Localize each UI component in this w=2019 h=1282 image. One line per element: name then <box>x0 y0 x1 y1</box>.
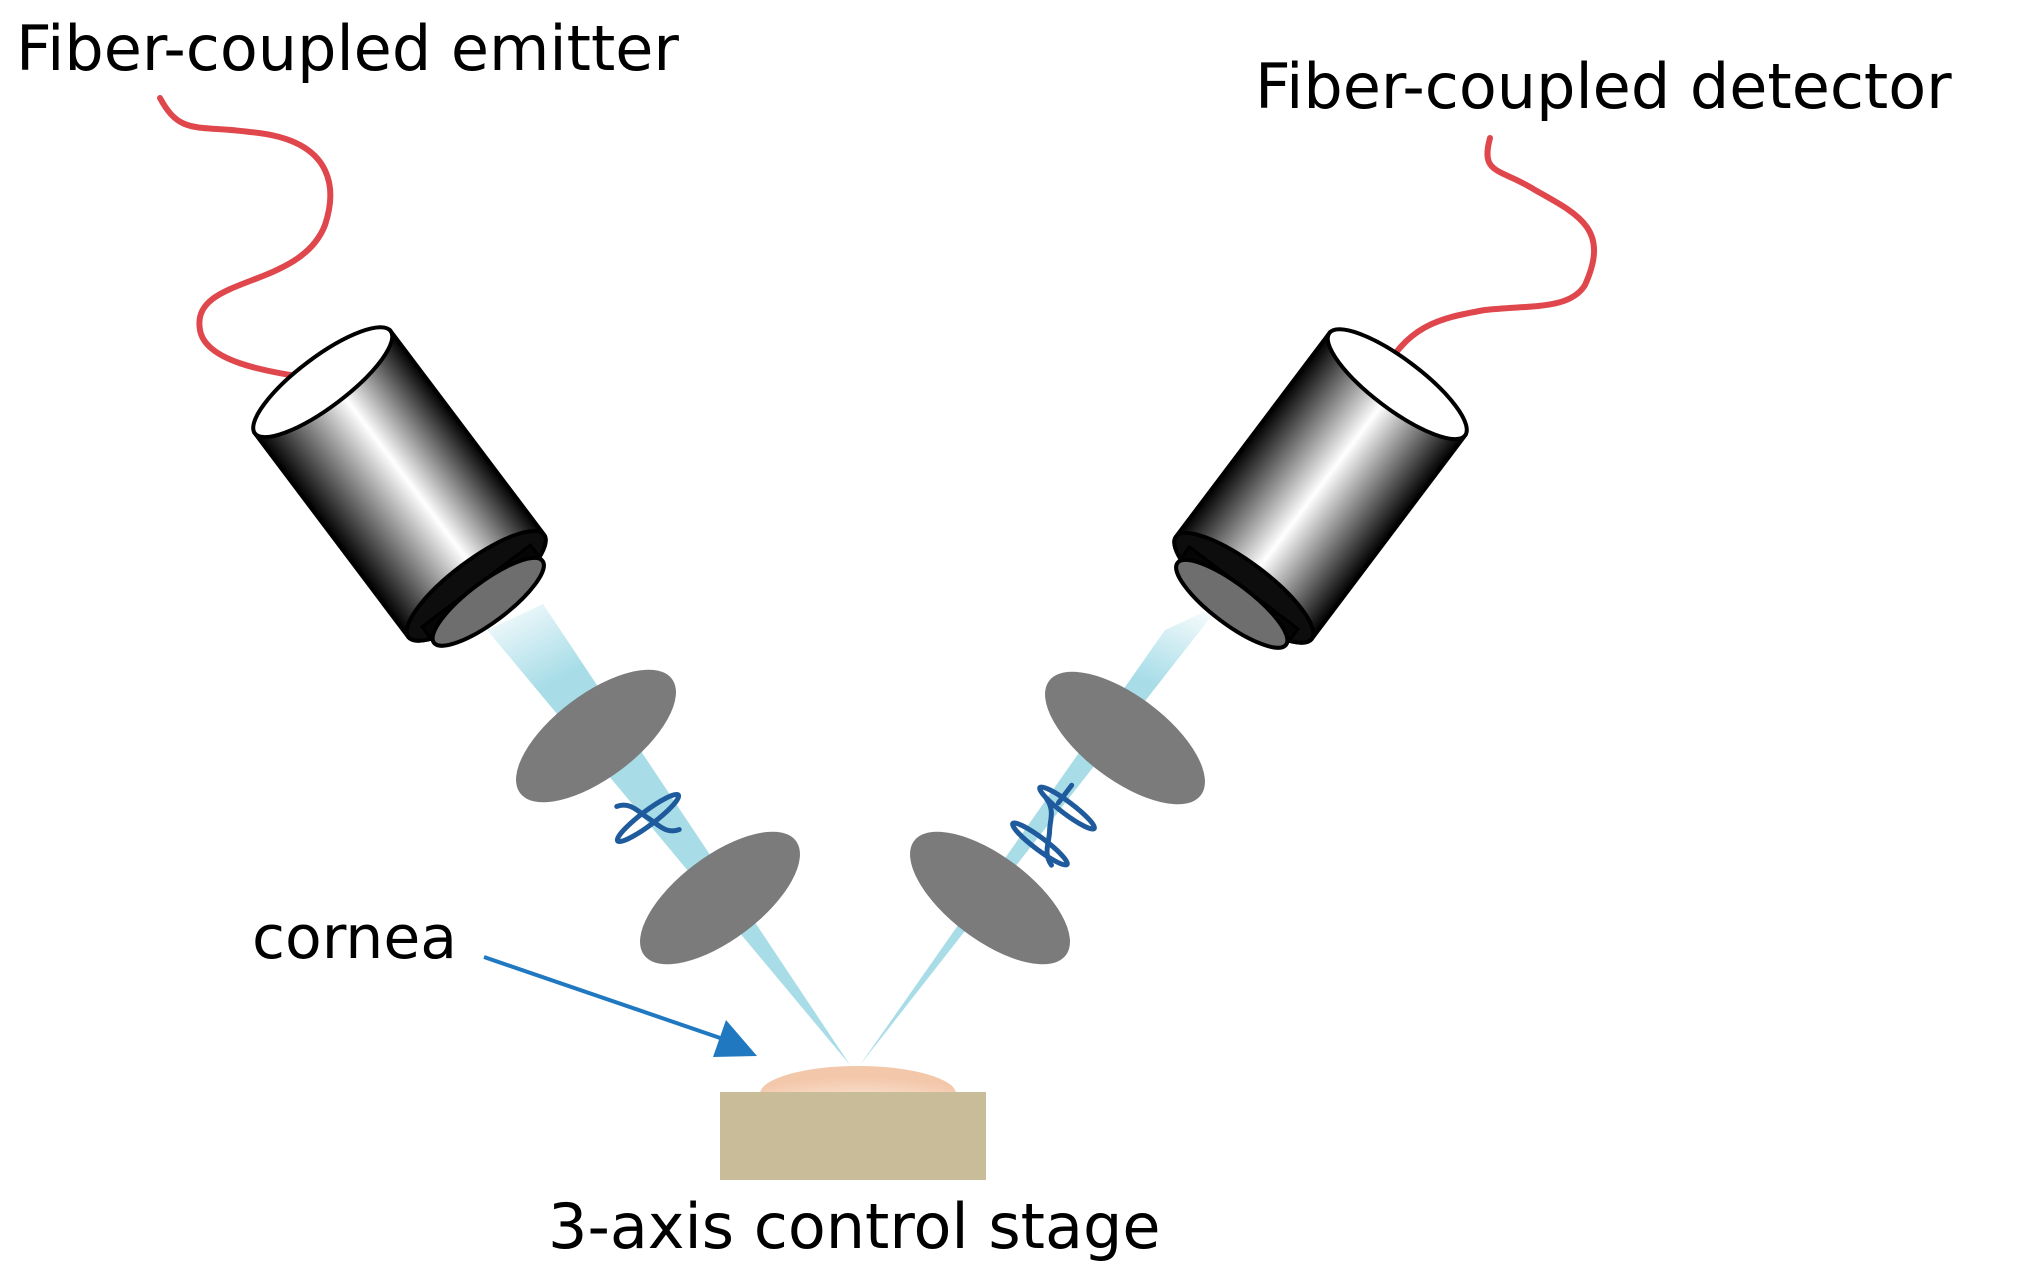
emitter-fiber <box>157 95 334 383</box>
cornea-label: cornea <box>252 903 458 973</box>
detector-label: Fiber-coupled detector <box>1255 50 1952 123</box>
emitter-beam <box>487 604 850 1065</box>
emitter-objective-icon <box>251 325 548 648</box>
detector-lens-upper <box>1045 671 1205 805</box>
emitter-lens-upper <box>516 669 676 803</box>
cornea-arrow-line <box>483 955 727 1042</box>
detector-lens-lower <box>910 831 1070 965</box>
emitter-pulse-icon <box>614 791 682 845</box>
detector-fiber <box>1377 135 1598 383</box>
emitter-label: Fiber-coupled emitter <box>16 12 679 85</box>
detector-objective-icon <box>1172 327 1469 650</box>
stage-label: 3-axis control stage <box>548 1190 1161 1263</box>
control-stage <box>720 1092 986 1180</box>
emitter-lens-lower <box>640 831 800 965</box>
cornea-arrow-head <box>713 1020 757 1057</box>
detector-pulse-icon <box>1010 782 1097 868</box>
